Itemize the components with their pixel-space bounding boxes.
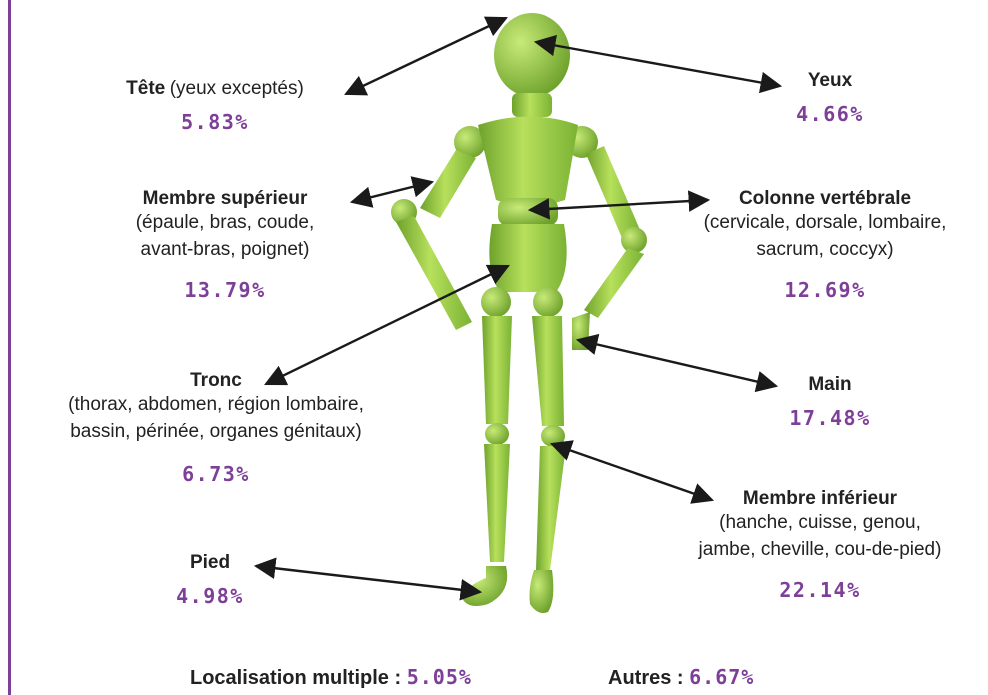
label-pied-title: Pied: [150, 552, 270, 574]
label-membre-inferieur-detail-1: (hanche, cuisse, genou,: [660, 510, 980, 537]
footer-autres-label: Autres :: [608, 667, 684, 689]
label-tronc-detail-2: bassin, périnée, organes génitaux): [16, 419, 416, 446]
figure-left-thigh: [482, 316, 512, 424]
arrow-yeux: [536, 42, 780, 86]
label-yeux: Yeux 4.66%: [760, 70, 900, 126]
figure-head: [494, 13, 570, 97]
figure-left-knee: [485, 423, 509, 445]
label-membre-inferieur: Membre inférieur (hanche, cuisse, genou,…: [660, 488, 980, 602]
label-membre-inferieur-title: Membre inférieur: [660, 488, 980, 510]
label-membre-superieur-detail-2: avant-bras, poignet): [90, 237, 360, 264]
figure-chest: [478, 117, 578, 207]
arrow-tete: [346, 18, 506, 94]
label-membre-superieur-title: Membre supérieur: [90, 188, 360, 210]
figure-right-hand: [572, 312, 590, 350]
figure-left-foot: [462, 566, 507, 606]
footer-autres: Autres : 6.67%: [608, 665, 754, 690]
label-tronc-detail-1: (thorax, abdomen, région lombaire,: [16, 392, 416, 419]
figure-left-forearm: [396, 216, 472, 330]
label-yeux-pct: 4.66%: [760, 102, 900, 126]
arrow-pied: [256, 566, 480, 592]
figure-waist: [498, 198, 558, 226]
label-pied: Pied 4.98%: [150, 552, 270, 608]
figure-right-thigh: [532, 316, 564, 426]
label-tronc-title: Tronc: [16, 370, 416, 392]
figure-pelvis: [489, 224, 566, 292]
label-membre-superieur-detail-1: (épaule, bras, coude,: [90, 210, 360, 237]
footer-autres-pct: 6.67%: [689, 665, 754, 689]
label-tete-qualifier: (yeux exceptés): [170, 78, 304, 99]
mannequin-figure: [391, 13, 647, 613]
figure-right-hip: [533, 287, 563, 317]
figure-left-hip: [481, 287, 511, 317]
figure-right-elbow: [621, 227, 647, 253]
label-membre-inferieur-detail-2: jambe, cheville, cou-de-pied): [660, 537, 980, 564]
label-colonne-title: Colonne vertébrale: [670, 188, 980, 210]
label-tete-pct: 5.83%: [80, 110, 350, 134]
label-membre-inferieur-pct: 22.14%: [660, 578, 980, 602]
label-membre-superieur: Membre supérieur (épaule, bras, coude, a…: [90, 188, 360, 302]
label-colonne: Colonne vertébrale (cervicale, dorsale, …: [670, 188, 980, 302]
figure-right-shin: [536, 446, 566, 570]
figure-left-shin: [484, 444, 510, 562]
footer-multiple: Localisation multiple : 5.05%: [190, 665, 472, 690]
label-pied-pct: 4.98%: [150, 584, 270, 608]
figure-right-foot: [530, 570, 554, 613]
label-colonne-detail-2: sacrum, coccyx): [670, 237, 980, 264]
figure-neck: [512, 93, 552, 117]
label-yeux-title: Yeux: [760, 70, 900, 92]
arrow-main: [578, 340, 776, 386]
label-colonne-pct: 12.69%: [670, 278, 980, 302]
label-main-title: Main: [760, 374, 900, 396]
label-main-pct: 17.48%: [760, 406, 900, 430]
footer-multiple-pct: 5.05%: [407, 665, 472, 689]
label-main: Main 17.48%: [760, 374, 900, 430]
figure-right-forearm: [584, 248, 644, 318]
figure-right-upper-arm: [586, 146, 640, 238]
label-tete: Tête (yeux exceptés) 5.83%: [80, 78, 350, 134]
footer-multiple-label: Localisation multiple :: [190, 667, 401, 689]
label-tronc: Tronc (thorax, abdomen, région lombaire,…: [16, 370, 416, 486]
arrow-membre-superieur: [352, 182, 432, 202]
label-membre-superieur-pct: 13.79%: [90, 278, 360, 302]
label-tete-title: Tête: [126, 78, 165, 99]
label-colonne-detail-1: (cervicale, dorsale, lombaire,: [670, 210, 980, 237]
label-tronc-pct: 6.73%: [16, 462, 416, 486]
